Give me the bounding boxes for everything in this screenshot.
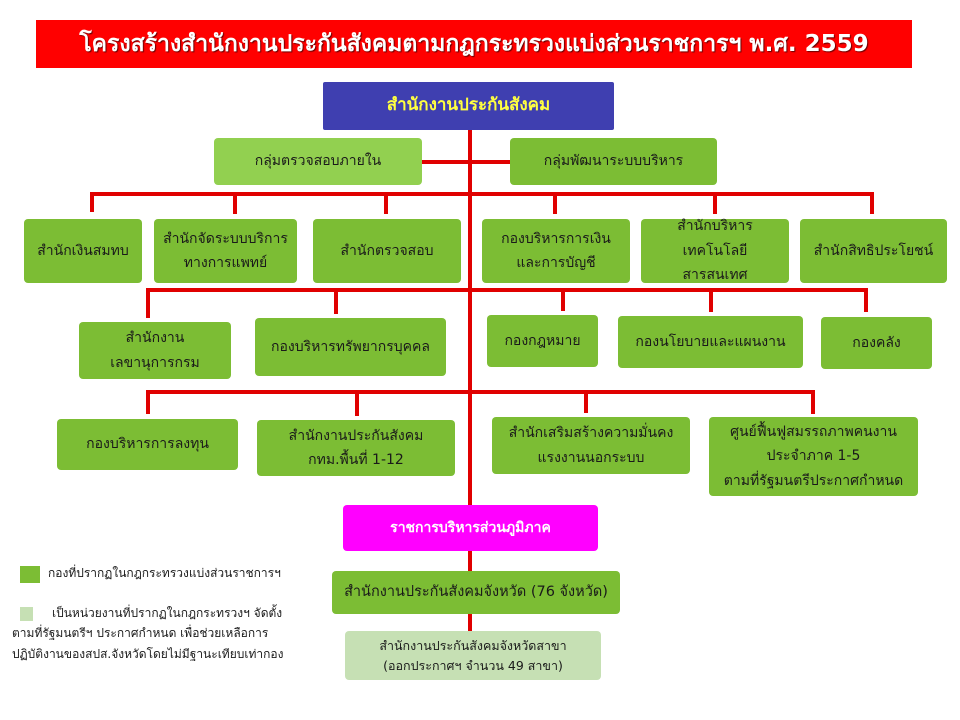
unit-label-line: กองนโยบายและแผนงาน [635,333,786,350]
branch-line-1: สำนักงานประกันสังคมจังหวัดสาขา [379,637,567,653]
internal-audit-group: กลุ่มตรวจสอบภายใน [214,138,422,185]
row2-unit-box: สำนักงานเลขานุการกรม [79,322,231,379]
row2-unit-box: กองบริหารทรัพยากรบุคคล [255,318,446,376]
legend-pale-line-3: ปฏิบัติงานของสปส.จังหวัดโดยไม่มีฐานะเทีย… [12,646,284,661]
branch-office-box: สำนักงานประกันสังคมจังหวัดสาขา (ออกประกา… [345,631,601,680]
unit-label-line: ตามที่รัฐมนตรีประกาศกำหนด [723,472,904,489]
unit-label-line: สำนักตรวจสอบ [340,242,434,259]
unit-label-line: กทม.พื้นที่ 1-12 [308,452,404,468]
row2-unit-box: กองนโยบายและแผนงาน [618,316,803,368]
unit-label-line: สำนักเงินสมทบ [37,242,129,259]
row1-unit-box: กองบริหารการเงินและการบัญชี [482,219,630,283]
row1-unit-box: สำนักบริหารเทคโนโลยีสารสนเทศ [641,218,789,283]
row1-unit-box: สำนักเงินสมทบ [24,219,142,283]
unit-label-line: แรงงานนอกระบบ [537,449,645,466]
legend-green-label: กองที่ปรากฏในกฎกระทรวงแบ่งส่วนราชการฯ [48,566,281,580]
head-office-box: สำนักงานประกันสังคม [323,82,614,130]
row2-unit-box: กองกฎหมาย [487,315,598,367]
unit-label-line: กองคลัง [852,334,901,351]
unit-label-line: กองกฎหมาย [504,332,581,349]
row3-unit-box: สำนักงานประกันสังคมกทม.พื้นที่ 1-12 [257,420,455,476]
provincial-office-box: สำนักงานประกันสังคมจังหวัด (76 จังหวัด) [332,571,620,614]
unit-label-line: สารสนเทศ [682,267,748,284]
legend-green-swatch [20,566,40,583]
unit-label-line: สำนักสิทธิประโยชน์ [813,242,934,259]
legend-pale-line-2: ตามที่รัฐมนตรีฯ ประกาศกำหนด เพื่อช่วยเหล… [12,626,269,641]
row3-unit-box: กองบริหารการลงทุน [57,419,238,470]
unit-label-line: สำนักงานประกันสังคม [288,427,424,444]
regional-administration-box: ราชการบริหารส่วนภูมิภาค [343,505,598,551]
unit-label-line: สำนักเสริมสร้างความมั่นคง [508,425,674,441]
unit-label-line: ประจำภาค 1-5 [766,448,861,465]
row1-unit-box: สำนักตรวจสอบ [313,219,461,283]
chart-title: โครงสร้างสำนักงานประกันสังคมตามกฎกระทรวง… [36,20,912,68]
unit-label-line: และการบัญชี [516,255,596,271]
unit-label-line: กองบริหารการเงิน [501,230,611,247]
row1-unit-box: สำนักสิทธิประโยชน์ [800,219,947,283]
unit-label-line: สำนักงาน [125,330,185,346]
legend-pale-swatch [20,607,33,621]
unit-label-line: กองบริหารทรัพยากรบุคคล [271,338,430,355]
unit-label-line: สำนักจัดระบบบริการ [163,230,288,247]
unit-label-line: เลขานุการกรม [110,354,200,371]
legend-pale-line-1: เป็นหน่วยงานที่ปรากฏในกฎกระทรวงฯ จัดตั้ง [52,606,283,620]
row2-unit-box: กองคลัง [821,317,932,369]
legend-pale-label: เป็นหน่วยงานที่ปรากฏในกฎกระทรวงฯ จัดตั้ง… [12,603,332,664]
admin-development-group: กลุ่มพัฒนาระบบบริหาร [510,138,717,185]
unit-label-line: สำนักบริหารเทคโนโลยี [677,218,753,259]
unit-label-line: กองบริหารการลงทุน [86,436,209,453]
row3-unit-box: สำนักเสริมสร้างความมั่นคงแรงงานนอกระบบ [492,417,690,474]
unit-label-line: ทางการแพทย์ [183,255,268,271]
unit-label-line: ศูนย์ฟื้นฟูสมรรถภาพคนงาน [730,423,897,440]
row3-unit-box: ศูนย์ฟื้นฟูสมรรถภาพคนงานประจำภาค 1-5 ตามท… [709,417,918,496]
row1-unit-box: สำนักจัดระบบบริการทางการแพทย์ [154,219,297,283]
branch-line-2: (ออกประกาศฯ จำนวน 49 สาขา) [383,657,563,673]
